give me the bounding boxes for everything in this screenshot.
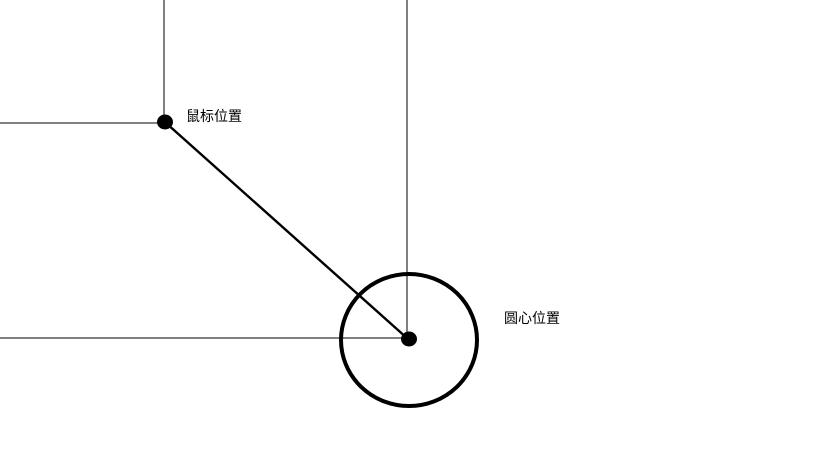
mouse-position-dot [157, 114, 173, 130]
circle-outline [339, 272, 479, 408]
mouse-position-label: 鼠标位置 [186, 109, 242, 125]
circle-center-dot [401, 331, 417, 347]
circle-center-label: 圆心位置 [504, 311, 560, 327]
connector-line [165, 122, 409, 340]
